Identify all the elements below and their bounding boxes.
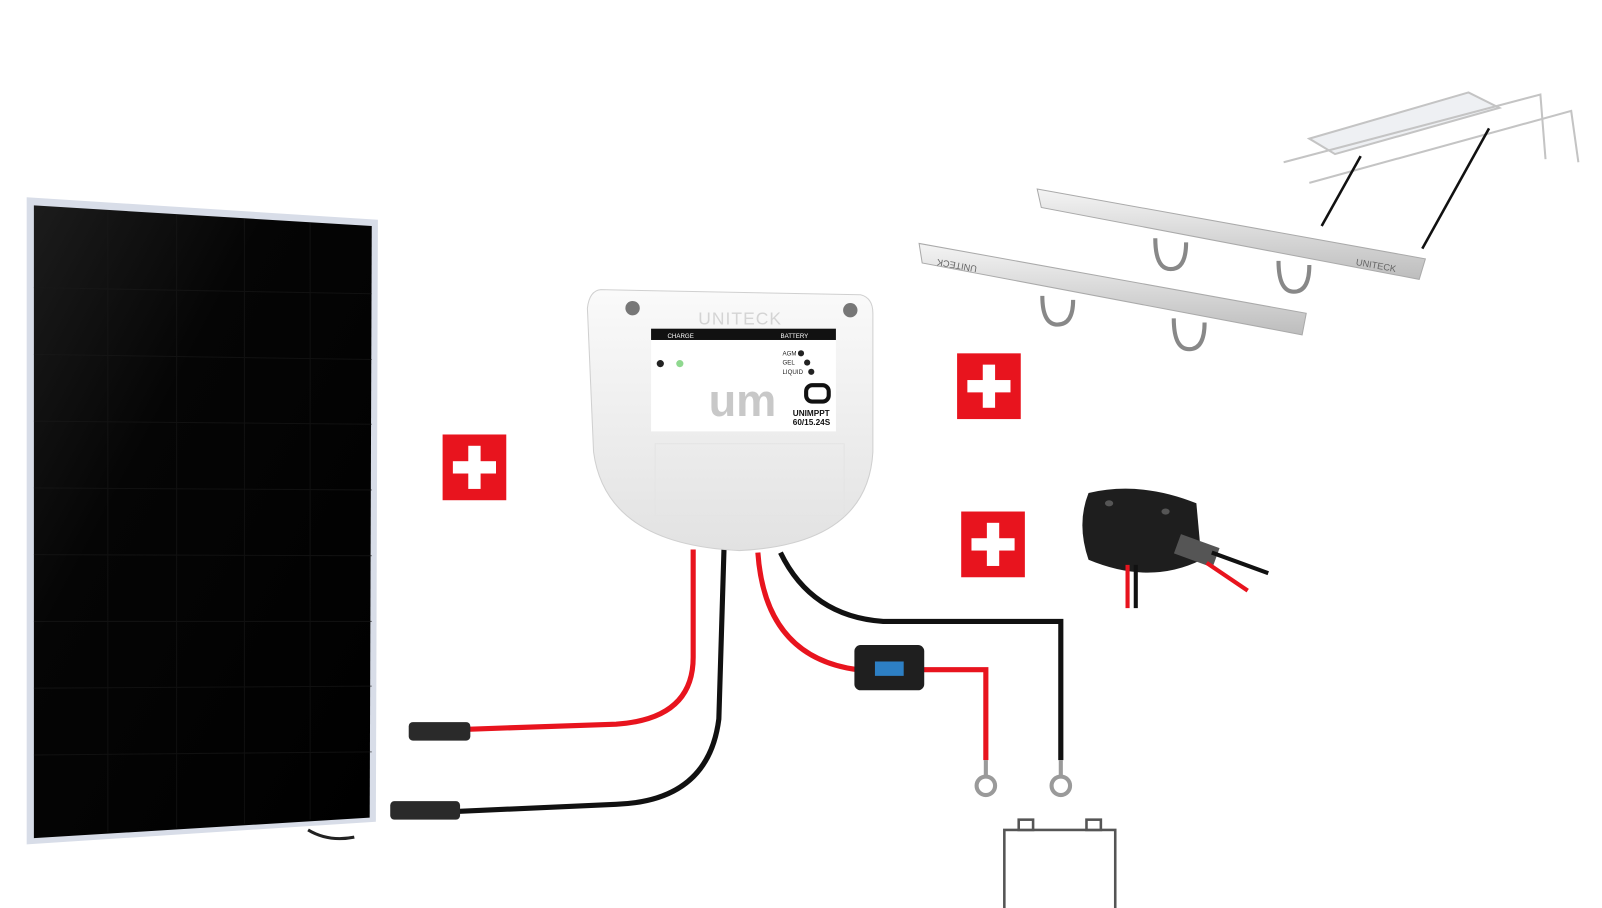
fuse-holder <box>854 645 925 691</box>
controller-brand: UNITECK <box>698 309 782 329</box>
plus-icon <box>961 511 1025 578</box>
solar-panel <box>26 197 378 845</box>
battery-type-agm: AGM <box>783 350 797 357</box>
model-rating: 60/15.24S <box>793 418 831 427</box>
battery-icon <box>1003 818 1117 908</box>
mounting-rail: UNITECK <box>1036 188 1427 294</box>
model-name: UNIMPPT <box>793 409 830 418</box>
battery-type-liquid: LIQUID <box>783 369 804 376</box>
mc4-connector <box>390 722 471 820</box>
um-logo: um <box>709 375 777 426</box>
charge-controller: UNITECK CHARGE BATTERY AGM GEL LIQUID um… <box>586 289 874 552</box>
plus-icon <box>442 434 507 501</box>
cable-gland <box>1082 488 1269 609</box>
charge-header: CHARGE <box>668 333 694 340</box>
mounting-rail: UNITECK <box>918 242 1307 352</box>
ring-terminal <box>974 760 1073 798</box>
battery-type-gel: GEL <box>783 360 796 367</box>
roof-mount-diagram <box>1283 91 1580 250</box>
battery-header: BATTERY <box>780 333 808 340</box>
plus-icon <box>957 353 1021 420</box>
cables <box>456 549 1064 815</box>
